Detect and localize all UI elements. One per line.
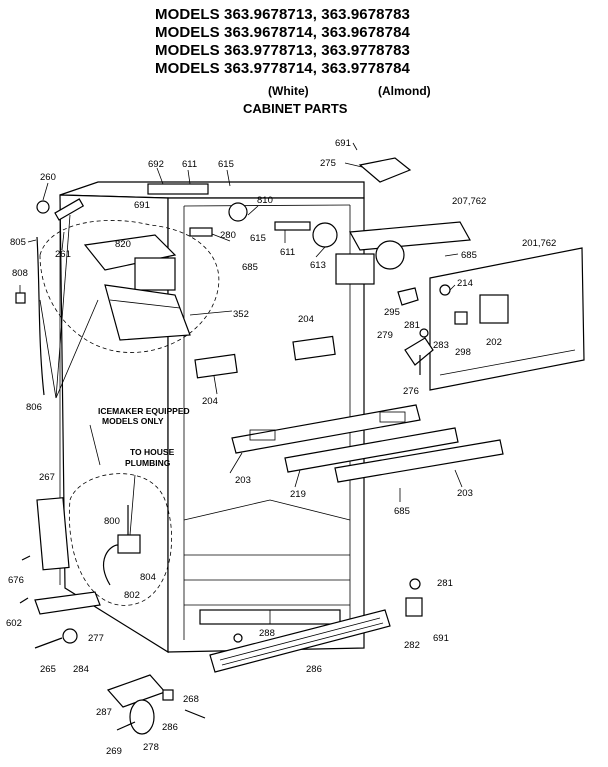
callout-219: 219 xyxy=(290,489,306,500)
breaker-strips xyxy=(231,404,504,483)
callout-691-mid: 691 xyxy=(134,200,150,211)
icemaker-assembly xyxy=(83,234,191,341)
section-title: CABINET PARTS xyxy=(243,101,348,116)
top-hinge-group xyxy=(36,157,412,237)
callout-805: 805 xyxy=(10,237,26,248)
callout-260: 260 xyxy=(40,172,56,183)
model-line-3: MODELS 363.9778713, 363.9778783 xyxy=(155,42,410,59)
diagram-header: MODELS 363.9678713, 363.9678783 MODELS 3… xyxy=(0,0,608,125)
callout-265: 265 xyxy=(40,664,56,675)
callout-288: 288 xyxy=(259,628,275,639)
part-number-callouts: 691 275 692 611 615 260 691 810 207,762 … xyxy=(6,138,556,757)
rear-panel xyxy=(429,247,585,391)
icemaker-note-line1: ICEMAKER EQUIPPED xyxy=(98,406,190,416)
control-small-parts xyxy=(397,287,434,375)
callout-281-mid: 281 xyxy=(404,320,420,331)
callout-276: 276 xyxy=(403,386,419,397)
callout-279: 279 xyxy=(377,330,393,341)
callout-810: 810 xyxy=(257,195,273,206)
hinge-bottom-left xyxy=(34,591,101,615)
callout-269: 269 xyxy=(106,746,122,757)
callout-802: 802 xyxy=(124,590,140,601)
callout-204-right: 204 xyxy=(298,314,314,325)
callout-214: 214 xyxy=(457,278,473,289)
callout-685-mid: 685 xyxy=(242,262,258,273)
screw-602 xyxy=(19,597,29,604)
callout-685-top: 685 xyxy=(461,250,477,261)
callout-615-top: 615 xyxy=(218,159,234,170)
callout-800: 800 xyxy=(104,516,120,527)
callout-261: 261 xyxy=(55,249,71,260)
callout-286-small: 286 xyxy=(162,722,178,733)
icemaker-note: ICEMAKER EQUIPPED MODELS ONLY xyxy=(98,406,190,426)
callout-804: 804 xyxy=(140,572,156,583)
part-808 xyxy=(15,292,26,304)
callout-806: 806 xyxy=(26,402,42,413)
callout-284: 284 xyxy=(73,664,89,675)
callout-275: 275 xyxy=(320,158,336,169)
screw-676 xyxy=(21,555,31,561)
callout-808: 808 xyxy=(12,268,28,279)
plumbing-note-line2: PLUMBING xyxy=(125,458,171,468)
callout-613: 613 xyxy=(310,260,326,271)
plumbing-note-line1: TO HOUSE xyxy=(130,447,175,457)
model-line-1: MODELS 363.9678713, 363.9678783 xyxy=(155,6,410,23)
callout-692: 692 xyxy=(148,159,164,170)
callout-202: 202 xyxy=(486,337,502,348)
callout-685-bottom: 685 xyxy=(394,506,410,517)
plumbing-region xyxy=(68,473,172,606)
callout-295: 295 xyxy=(384,307,400,318)
icemaker-region xyxy=(39,220,220,353)
color-almond-label: (Almond) xyxy=(378,84,431,98)
control-assembly xyxy=(312,221,471,285)
callout-281-bottom: 281 xyxy=(437,578,453,589)
icemaker-note-line2: MODELS ONLY xyxy=(102,416,164,426)
water-tube xyxy=(36,236,45,396)
bracket-left xyxy=(194,353,238,379)
bracket-right xyxy=(292,335,336,361)
callout-298: 298 xyxy=(455,347,471,358)
callout-268: 268 xyxy=(183,694,199,705)
model-line-2: MODELS 363.9678714, 363.9678784 xyxy=(155,24,410,41)
callout-615-mid: 615 xyxy=(250,233,266,244)
callout-277: 277 xyxy=(88,633,104,644)
callout-287: 287 xyxy=(96,707,112,718)
callout-286-grille: 286 xyxy=(306,664,322,675)
callout-691-top: 691 xyxy=(335,138,351,149)
callout-820: 820 xyxy=(115,239,131,250)
callout-676: 676 xyxy=(8,575,24,586)
callout-207: 207,762 xyxy=(452,196,486,207)
side-trim xyxy=(36,497,70,571)
callout-691-bottom: 691 xyxy=(433,633,449,644)
callout-278: 278 xyxy=(143,742,159,753)
plumbing-note: TO HOUSE PLUMBING xyxy=(125,447,175,468)
callout-280: 280 xyxy=(220,230,236,241)
callout-352: 352 xyxy=(233,309,249,320)
color-white-label: (White) xyxy=(268,84,309,98)
bushing-284 xyxy=(62,628,78,644)
leader-lines xyxy=(19,142,463,536)
water-valve xyxy=(103,505,141,586)
callout-283: 283 xyxy=(433,340,449,351)
callout-611-mid: 611 xyxy=(280,247,295,258)
callout-282: 282 xyxy=(404,640,420,651)
callout-611-top: 611 xyxy=(182,159,197,170)
bottom-hinge-parts xyxy=(106,578,423,735)
pin-265 xyxy=(34,637,63,649)
callout-203-left: 203 xyxy=(235,475,251,486)
model-line-4: MODELS 363.9778714, 363.9778784 xyxy=(155,60,410,77)
callout-267: 267 xyxy=(39,472,55,483)
callout-203-right: 203 xyxy=(457,488,473,499)
callout-201: 201,762 xyxy=(522,238,556,249)
cabinet-shell xyxy=(59,181,365,654)
callout-602: 602 xyxy=(6,618,22,629)
callout-204-left: 204 xyxy=(202,396,218,407)
